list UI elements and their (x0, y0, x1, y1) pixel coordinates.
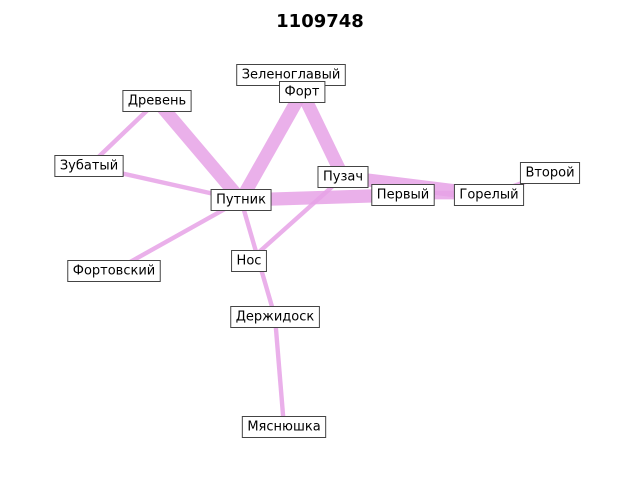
edge-fort-puzach (296, 89, 349, 180)
node-label: Зеленоглавый (242, 68, 341, 83)
node-label: Фортовский (73, 264, 155, 279)
node-dreven: Древень (122, 90, 192, 112)
node-fortovsky: Фортовский (67, 260, 161, 282)
node-label: Держидоск (236, 310, 315, 325)
edge-putnik-fortovsky (112, 198, 243, 273)
node-box (67, 260, 161, 282)
node-gorely: Горелый (453, 184, 525, 206)
edge-derzhidosk-myasnyushka (272, 316, 287, 428)
node-derzhidosk: Держидоск (230, 306, 320, 328)
edges-layer (87, 88, 551, 428)
node-putnik: Путник (210, 189, 272, 211)
node-box (519, 162, 581, 184)
node-label: Мяснюшка (247, 420, 320, 435)
node-label: Первый (377, 188, 429, 203)
node-label: Зубатый (60, 159, 118, 174)
node-label: Путник (216, 193, 266, 208)
node-box (371, 184, 435, 206)
node-label: Форт (285, 85, 320, 100)
node-box (317, 166, 369, 188)
node-box (279, 81, 326, 103)
node-zubaty: Зубатый (54, 155, 124, 177)
node-box (453, 184, 525, 206)
node-box (241, 416, 327, 438)
node-box (122, 90, 192, 112)
node-label: Древень (128, 94, 186, 109)
node-label: Горелый (459, 188, 518, 203)
node-box (54, 155, 124, 177)
node-zelenoglavy: Зеленоглавый (236, 64, 346, 86)
node-pervy: Первый (371, 184, 435, 206)
node-nos: Нос (231, 250, 267, 272)
node-label: Пузач (323, 170, 363, 185)
node-box (230, 306, 320, 328)
edge-nos-puzach (247, 175, 345, 263)
node-label: Второй (525, 166, 574, 181)
node-label: Нос (237, 254, 262, 269)
node-box (210, 189, 272, 211)
diagram-title: 1109748 (276, 11, 364, 32)
edge-putnik-dreven (151, 96, 247, 205)
node-myasnyushka: Мяснюшка (241, 416, 327, 438)
node-fort: Форт (279, 81, 326, 103)
node-puzach: Пузач (317, 166, 369, 188)
edge-putnik-fort (235, 88, 308, 204)
node-box (231, 250, 267, 272)
node-vtoroy: Второй (519, 162, 581, 184)
